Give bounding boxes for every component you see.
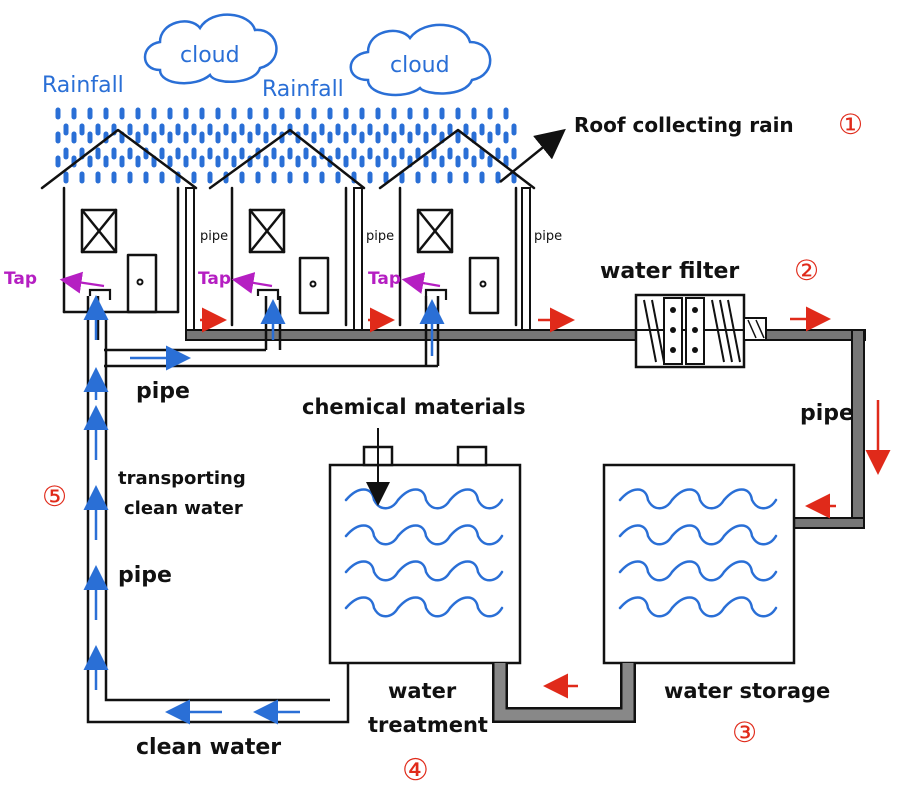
step-3: ③: [732, 716, 757, 749]
storage-label: water storage: [664, 679, 830, 703]
pipe-label: pipe: [200, 229, 228, 244]
rainfall-label: Rainfall: [42, 73, 124, 98]
pipe-label: pipe: [366, 229, 394, 244]
pipe-label-left-top: pipe: [136, 379, 190, 404]
transport-label-2: clean water: [124, 498, 243, 519]
roof-label: Roof collecting rain: [574, 113, 794, 137]
chemical-label: chemical materials: [302, 395, 526, 419]
roof-pointer-arrow: [499, 128, 566, 183]
water-wave: [618, 596, 778, 618]
house-3: [378, 128, 536, 327]
downpipes: [185, 187, 531, 339]
step-2: ②: [794, 254, 819, 287]
water-wave: [618, 488, 778, 510]
tap-icons: [88, 288, 448, 300]
step-5: ⑤: [42, 480, 67, 513]
tap-label: Tap: [368, 269, 401, 289]
clean-water-label: clean water: [136, 735, 281, 760]
water-wave: [618, 524, 778, 546]
house-1: [40, 128, 198, 314]
pipe-label: pipe: [534, 229, 562, 244]
cloud-label: cloud: [390, 53, 450, 78]
flow-arrows-red: [200, 306, 891, 699]
tap-label: Tap: [198, 269, 231, 289]
water-wave: [344, 524, 504, 546]
rain-drops: [55, 107, 517, 184]
cloud-right: cloud: [349, 23, 492, 97]
water-wave: [344, 560, 504, 582]
transport-label-1: transporting: [118, 468, 246, 489]
flow-arrows-blue: [83, 295, 445, 725]
filter-label: water filter: [600, 259, 739, 284]
pipe-label-left-mid: pipe: [118, 563, 172, 588]
step-4: ④: [402, 753, 429, 788]
cloud-label: cloud: [180, 43, 240, 68]
tap-label: Tap: [4, 269, 37, 289]
tank-connector-pipe: [492, 663, 636, 723]
cloud-left: cloud: [143, 13, 278, 85]
treatment-label-1: water: [388, 679, 457, 703]
water-wave: [618, 560, 778, 582]
treatment-label-2: treatment: [368, 713, 488, 737]
house-2: [208, 128, 366, 327]
tap-labels: Tap Tap Tap: [4, 269, 441, 294]
water-wave: [344, 596, 504, 618]
step-1: ①: [838, 108, 863, 141]
pipe-label-right: pipe: [800, 401, 854, 426]
rainfall-label: Rainfall: [262, 77, 344, 102]
water-filter: [634, 293, 767, 369]
treatment-tank: [328, 445, 522, 665]
water-waves: [344, 488, 778, 618]
